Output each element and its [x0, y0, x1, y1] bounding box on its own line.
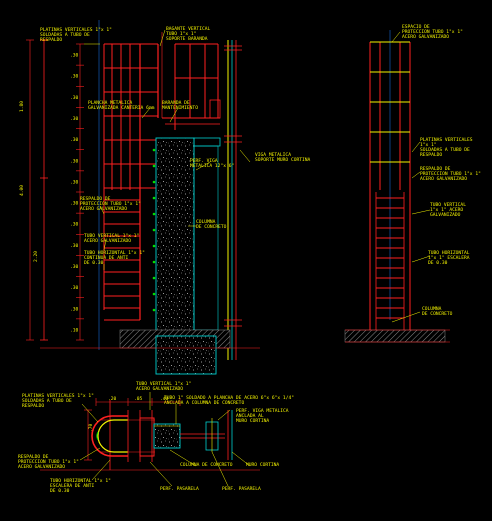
dim-label-inner: .30 [70, 137, 79, 143]
left-elevation: 1.80 4.00 2.20 .30 .30 .30 .30 .30 .30 .30 .30.… [19, 20, 311, 375]
dim-label-inner: .30 [70, 306, 79, 312]
plan-dim-70: .70 [88, 423, 94, 432]
anchor-dot [152, 148, 156, 152]
label-tubo-vertical: TUBO VERTICAL 1"x 1" [84, 233, 139, 239]
label-platinas-3: RESPALDO [40, 37, 62, 43]
plan-label-tubo-soldado: TUBO 1" SOLDADO A PLANCHA DE ACERO 6"x 6… [164, 395, 294, 401]
dim-label-inner: .30 [70, 222, 79, 228]
plan-label-muro-cortina: MURO CORTINA [246, 462, 279, 468]
dim-label-lower: 2.20 [33, 251, 39, 262]
label-r-tubo-horizontal-3: DE 0.30 [428, 260, 448, 266]
plan-label-perf-viga-3: MURO CORTINA [236, 418, 269, 424]
dim-label-inner: .30 [70, 158, 79, 164]
dim-label-inner: .30 [70, 243, 79, 249]
label-plancha: PLANCHA METALICA [88, 100, 132, 106]
dim-label-inner: .30 [70, 264, 79, 270]
plan-detail: .70 .20 .05 .40 PLATINAS VERTICALES 1"x … [18, 381, 294, 494]
label-columna-2: DE CONCRETO [196, 224, 227, 230]
plan-label-perf-viga-2: ANCLADA AL [236, 413, 264, 419]
label-bagante: BAGANTE VERTICAL [166, 26, 210, 32]
anchor-dot [152, 292, 156, 296]
label-plancha-2: GALVANIZADA CANTERIA 6mm [88, 105, 155, 111]
dim-label-inner: .30 [70, 201, 79, 207]
label-r-platinas: PLATINAS VERTICALES [420, 137, 473, 143]
anchor-dot [152, 276, 156, 280]
dim-label-inner: .30 [70, 53, 79, 59]
plan-label-respaldo-3: ACERO GALVANIZADO [18, 464, 65, 470]
dim-label-inner: .30 [70, 95, 79, 101]
dim-label-total: 4.00 [19, 185, 25, 196]
dim-label-upper: 1.80 [19, 101, 25, 112]
dim-label-inner: .30 [70, 74, 79, 80]
label-platinas-2: SOLDADAS A TUBO DE [40, 32, 90, 38]
label-viga-metalica: VIGA METALICA [255, 152, 291, 158]
plan-label-tubo-vertical-2: ACERO GALVANIZADO [136, 386, 183, 392]
plan-label-platinas: PLATINAS VERTICALES 1"x 1" [22, 393, 94, 399]
label-perf-viga-2: METALICA 12"x 6" [190, 163, 234, 169]
label-platinas: PLATINAS VERTICALES 1"x 1" [40, 27, 112, 33]
plan-dim-20: .20 [108, 396, 117, 402]
dim-label-inner: .30 [70, 179, 79, 185]
plan-label-tubo-horizontal-3: DE 0.30 [50, 488, 70, 494]
plan-label-tubo-horizontal: TUBO HORIZONTAL 1"x 1" [50, 478, 111, 484]
label-r-respaldo: RESPALDO DE [420, 166, 451, 172]
label-r-platinas-4: RESPALDO [420, 152, 442, 158]
plan-label-platinas-2: SOLDADAS A TUBO DE [22, 398, 72, 404]
label-r-columna: COLUMNA [422, 306, 442, 312]
plan-dim-40: .40 [160, 396, 169, 402]
label-bagante-3: SOPORTE BARANDA [166, 36, 208, 42]
label-r-tubo-vertical: TUBO VERTICAL [430, 202, 466, 208]
label-tubo-horizontal: TUBO HORIZONTAL 1"x 1" [84, 250, 145, 256]
plan-label-tubo-vertical: TUBO VERTICAL 1"x 1" [136, 381, 191, 387]
dim-label-inner: .10 [70, 327, 79, 333]
label-tubo-horizontal-3: DE 0.30 [84, 260, 104, 266]
label-r-platinas-2: 1"x 1" [420, 142, 437, 148]
anchor-dot [152, 260, 156, 264]
label-r-tubo-horizontal-2: 1"x 1" ESCALERA [428, 255, 470, 261]
plan-label-columna: COLUMNA DE CONCRETO [180, 462, 233, 468]
label-r-tubo-vertical-2: 1"x 1" ACERO [430, 207, 463, 213]
anchor-dot [152, 164, 156, 168]
label-r-platinas-3: SOLDADAS A TUBO DE [420, 147, 470, 153]
plan-label-respaldo-2: PROTECCION TUBO 1"x 1" [18, 459, 79, 465]
label-espacio-3: ACERO GALVANIZADO [402, 34, 449, 40]
label-espacio: ESPACIO DE [402, 24, 430, 30]
label-respaldo-2: PROTECCION TUBO 1"x 1" [80, 201, 141, 207]
label-respaldo: RESPALDO DE [80, 196, 111, 202]
dim-label-inner: .30 [70, 116, 79, 122]
label-tubo-horizontal-2: CONTINUA DE ANTI [84, 255, 128, 261]
label-bagante-2: TUBO 1"x 1" [166, 31, 196, 37]
label-r-columna-2: DE CONCRETO [422, 311, 453, 317]
label-tubo-vertical-2: ACERO GALVANIZADO [84, 238, 131, 244]
label-viga-metalica-2: SOPORTE MURO CORTINA [255, 157, 311, 163]
label-r-tubo-vertical-3: GALVANIZADO [430, 212, 461, 218]
anchor-dot [152, 180, 156, 184]
dim-label-inner: .30 [70, 285, 79, 291]
anchor-dot [152, 308, 156, 312]
plan-dim-05: .05 [134, 396, 143, 402]
label-r-respaldo-3: ACERO GALVANIZADO [420, 176, 467, 182]
plan-label-perf-pasarela-2: PERF. PASARELA [222, 486, 261, 492]
label-baranda-2: MANTENIMIENTO [162, 105, 198, 111]
right-elevation: ESPACIO DE PROTECCION TUBO 1"x 1" ACERO … [344, 24, 481, 343]
plan-label-respaldo: RESPALDO DE [18, 454, 49, 460]
label-r-tubo-horizontal: TUBO HORIZONTAL [428, 250, 470, 256]
anchor-dot [152, 244, 156, 248]
plan-label-platinas-3: RESPALDO [22, 403, 44, 409]
label-perf-viga: PERF. VIGA [190, 158, 218, 164]
label-baranda: BARANDA DE [162, 100, 190, 106]
label-r-respaldo-2: PROTECCION TUBO 1"x 1" [420, 171, 481, 177]
plan-label-perf-viga: PERF. VIGA METALICA [236, 408, 289, 414]
anchor-dot [152, 228, 156, 232]
anchor-dot [152, 212, 156, 216]
plan-label-tubo-soldado-2: ANCLADA A COLUMNA DE CONCRETO [164, 400, 244, 406]
plan-label-perf-pasarela-1: PERF. PASARELA [160, 486, 199, 492]
anchor-dot [152, 196, 156, 200]
label-columna: COLUMNA [196, 219, 216, 225]
plan-label-tubo-horizontal-2: ESCALERA DE ANTI [50, 483, 94, 489]
label-espacio-2: PROTECCION TUBO 1"x 1" [402, 29, 463, 35]
label-respaldo-3: ACERO GALVANIZADO [80, 206, 127, 212]
